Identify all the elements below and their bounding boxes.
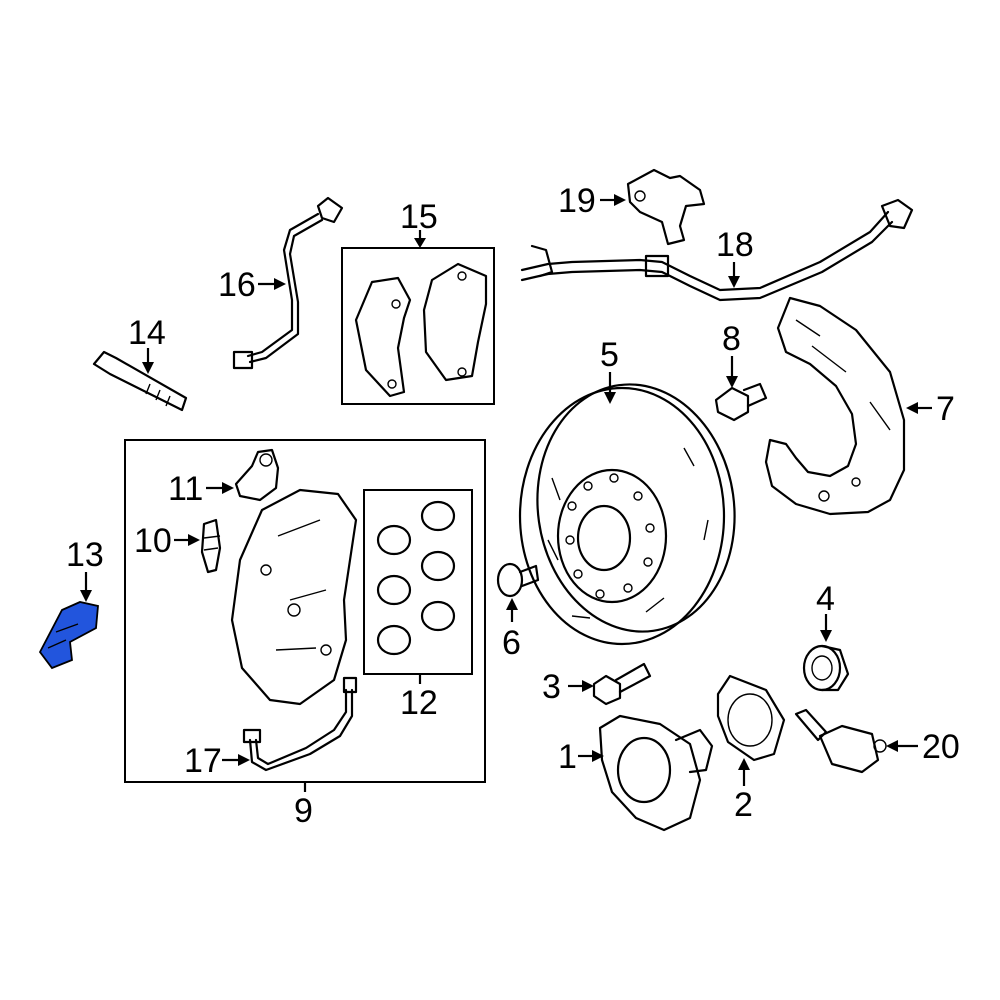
callout-labels: 13 14 16 15 19 18 8 7 5 6 4 3 1 2 20 11 … (66, 182, 960, 830)
part-10-bleeder-valve[interactable] (200, 518, 222, 574)
part-2-gasket[interactable] (716, 674, 786, 762)
part-20-speed-sensor[interactable] (794, 708, 887, 774)
callout-8: 8 (722, 320, 741, 358)
part-4-wheel-bearing[interactable] (802, 644, 850, 692)
part-18-brake-hose[interactable] (520, 198, 914, 302)
callout-16: 16 (218, 266, 256, 304)
callout-13: 13 (66, 536, 104, 574)
callout-14: 14 (128, 314, 166, 352)
leader-arrows (80, 194, 932, 792)
callout-19: 19 (558, 182, 596, 220)
part-16-wear-sensor[interactable] (232, 196, 344, 370)
part-3-bolt[interactable] (592, 662, 652, 706)
callout-15: 15 (400, 198, 438, 236)
callout-17: 17 (184, 742, 222, 780)
seal-kit-box (363, 489, 473, 675)
callout-10: 10 (134, 522, 172, 560)
callout-2: 2 (734, 786, 753, 824)
callout-18: 18 (716, 226, 754, 264)
callout-1: 1 (558, 738, 577, 776)
part-12-seal-kit[interactable] (376, 500, 456, 656)
part-15-brake-pads[interactable] (354, 262, 488, 398)
part-6-screw[interactable] (496, 562, 540, 598)
part-8-bolt[interactable] (714, 382, 768, 422)
part-1-hub-carrier[interactable] (598, 714, 714, 832)
part-5-brake-rotor[interactable] (518, 372, 750, 646)
part-17-brake-line[interactable] (242, 676, 358, 772)
callout-20: 20 (922, 728, 960, 766)
pad-kit-box (341, 247, 495, 405)
callout-11: 11 (168, 470, 203, 508)
part-19-hose-bracket[interactable] (626, 168, 706, 246)
callout-3: 3 (542, 668, 561, 706)
part-7-splash-shield[interactable] (764, 296, 906, 516)
part-13-anti-rattle-clip[interactable] (38, 601, 99, 670)
callout-6: 6 (502, 624, 521, 662)
callout-5: 5 (600, 336, 619, 374)
part-14-guide-bolt[interactable] (92, 350, 188, 412)
callout-7: 7 (936, 390, 955, 428)
part-11-bracket[interactable] (234, 448, 280, 502)
part-9-caliper[interactable] (230, 488, 358, 706)
callout-4: 4 (816, 580, 835, 618)
callout-12: 12 (400, 684, 438, 722)
callout-9: 9 (294, 792, 313, 830)
